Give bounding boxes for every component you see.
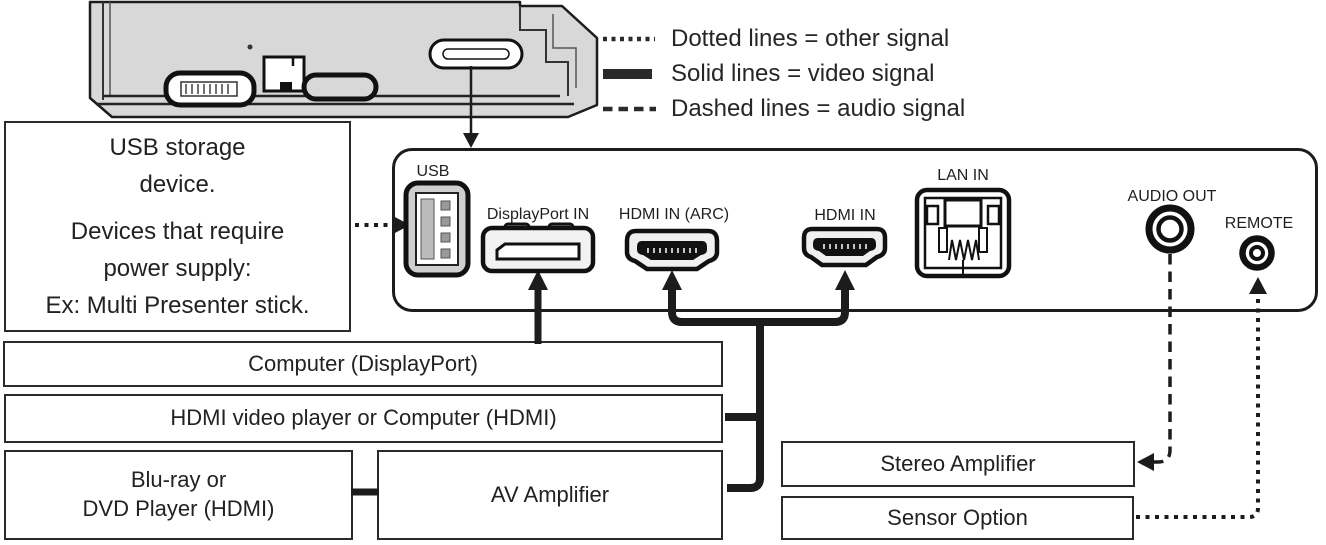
device-box-computer-displayport: Computer (DisplayPort) xyxy=(3,341,723,387)
solid-line-marker xyxy=(603,68,652,79)
device-box-hdmi-player: HDMI video player or Computer (HDMI) xyxy=(4,394,723,443)
legend-label: Dotted lines = other signal xyxy=(671,24,950,52)
terminal-panel xyxy=(392,148,1318,312)
legend-label: Solid lines = video signal xyxy=(671,59,935,87)
monitor-small-box-icon xyxy=(262,55,306,93)
monitor-terminal-slot-icon xyxy=(428,38,524,70)
device-label: Sensor Option xyxy=(887,504,1028,530)
legend-row-solid: Solid lines = video signal xyxy=(600,56,965,91)
screw-dot xyxy=(247,44,253,50)
device-label: Stereo Amplifier xyxy=(880,450,1036,476)
device-label: HDMI video player or Computer (HDMI) xyxy=(170,405,557,431)
device-box-av-amplifier: AV Amplifier xyxy=(377,450,723,540)
dashed-line-marker xyxy=(603,106,656,111)
device-label: Blu-ray or xyxy=(130,467,227,493)
device-label: AV Amplifier xyxy=(490,481,610,507)
legend: Dotted lines = other signal Solid lines … xyxy=(600,21,965,126)
usb-note-line: Devices that require xyxy=(70,217,285,245)
other-signal-line-remote xyxy=(1136,277,1267,519)
monitor-bottom-port-icon xyxy=(163,70,257,108)
legend-label: Dashed lines = audio signal xyxy=(671,94,966,122)
usb-note-line: USB storage xyxy=(109,133,246,161)
usb-note-line: power supply: xyxy=(103,255,252,283)
monitor-to-panel-arrow xyxy=(463,66,479,148)
usb-storage-note: USB storage device. Devices that require… xyxy=(4,121,351,332)
device-box-stereo-amplifier: Stereo Amplifier xyxy=(781,441,1135,487)
device-label: Computer (DisplayPort) xyxy=(248,350,478,376)
usb-note-line: Ex: Multi Presenter stick. xyxy=(45,292,310,320)
device-box-bluray-dvd: Blu-ray or DVD Player (HDMI) xyxy=(4,450,353,540)
legend-row-dotted: Dotted lines = other signal xyxy=(600,21,965,56)
device-label: DVD Player (HDMI) xyxy=(82,496,275,521)
device-box-sensor-option: Sensor Option xyxy=(781,496,1134,540)
usb-note-line: device. xyxy=(139,170,216,198)
dotted-line-marker xyxy=(603,36,655,41)
monitor-handle-icon xyxy=(301,72,379,102)
legend-row-dashed: Dashed lines = audio signal xyxy=(600,91,965,126)
